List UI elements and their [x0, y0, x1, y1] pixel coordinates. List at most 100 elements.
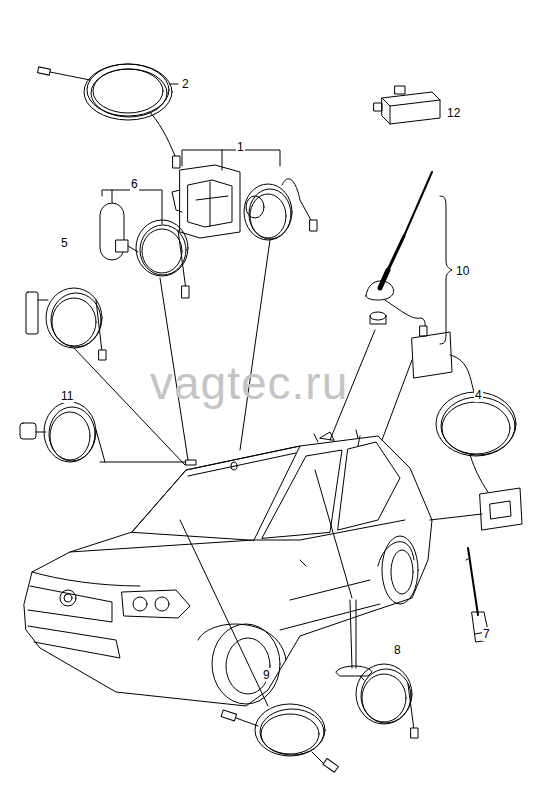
line-art — [173, 156, 180, 168]
line-art — [323, 759, 338, 773]
line-art — [361, 669, 411, 723]
line-art — [360, 676, 364, 680]
line-art — [412, 332, 452, 378]
line-art — [87, 64, 169, 116]
line-art — [388, 236, 404, 270]
line-art — [382, 98, 440, 124]
line-art — [182, 150, 280, 166]
line-art — [198, 624, 286, 660]
line-art — [188, 180, 232, 227]
line-art — [356, 664, 412, 724]
line-art — [122, 590, 190, 618]
line-art — [20, 423, 36, 439]
line-art — [411, 728, 418, 738]
line-art — [188, 453, 296, 476]
line-art — [64, 594, 72, 602]
line-art — [182, 286, 189, 298]
line-art — [261, 714, 319, 754]
line-art — [93, 69, 163, 113]
car-body — [24, 430, 432, 706]
line-art — [395, 86, 405, 94]
line-art — [382, 92, 440, 124]
gps-antenna — [20, 402, 185, 462]
callout-number: 9 — [262, 668, 271, 682]
line-art — [49, 407, 95, 461]
callout-number: 5 — [60, 236, 69, 250]
line-art — [442, 402, 510, 454]
callout-number: 12 — [446, 106, 461, 120]
line-art — [312, 752, 325, 765]
line-art — [180, 520, 268, 706]
line-art — [38, 67, 51, 75]
antenna-amplifier-box — [374, 86, 440, 124]
line-art — [70, 520, 405, 552]
line-art — [490, 501, 511, 519]
rod-antenna — [466, 548, 490, 642]
line-art — [84, 64, 172, 120]
callout-number: 11 — [60, 389, 74, 403]
line-art — [366, 281, 394, 300]
line-art — [255, 704, 325, 756]
line-art — [236, 718, 258, 726]
line-art — [408, 684, 414, 730]
callout-number: 8 — [393, 643, 402, 657]
aerial-amplifier-set — [100, 186, 189, 460]
line-art — [370, 312, 386, 320]
line-art — [221, 710, 236, 721]
line-art — [96, 430, 105, 462]
line-art — [150, 112, 176, 158]
line-art — [100, 462, 185, 463]
line-art — [440, 196, 452, 344]
line-art — [155, 597, 169, 611]
line-art — [96, 300, 102, 352]
line-art — [260, 709, 324, 755]
line-art — [380, 270, 388, 288]
line-art — [60, 590, 76, 606]
callout-number: 4 — [474, 388, 483, 402]
line-art — [470, 455, 488, 492]
line-art — [480, 488, 522, 530]
callout-number: 6 — [130, 177, 139, 191]
antenna-cable — [38, 64, 180, 168]
line-art — [310, 220, 317, 231]
callout-number: 2 — [181, 77, 190, 91]
line-art — [466, 558, 470, 560]
line-art — [46, 288, 102, 348]
line-art — [26, 292, 38, 334]
line-art — [24, 436, 432, 706]
line-art — [282, 179, 312, 222]
line-art — [362, 674, 406, 722]
callout-number: 7 — [482, 627, 491, 641]
line-art — [382, 360, 412, 440]
line-art — [226, 638, 270, 694]
line-art — [374, 103, 382, 111]
roof-rod-antenna — [330, 172, 452, 440]
line-art — [262, 450, 342, 538]
antenna-cable — [180, 520, 338, 772]
callout-number: 10 — [455, 264, 470, 278]
line-art — [50, 412, 90, 460]
line-art — [249, 189, 291, 239]
callout-number: 1 — [236, 140, 245, 154]
line-art — [99, 350, 106, 360]
line-art — [128, 246, 138, 252]
line-art — [320, 432, 334, 440]
line-art — [212, 624, 280, 704]
line-art — [28, 626, 120, 658]
line-art — [140, 225, 186, 275]
line-art — [133, 597, 147, 611]
line-art — [28, 586, 112, 622]
line-art — [180, 165, 240, 238]
line-art — [240, 240, 270, 450]
line-art — [404, 172, 432, 236]
line-art — [370, 316, 386, 324]
line-art — [385, 300, 425, 330]
line-art — [91, 69, 167, 117]
line-art — [231, 462, 237, 470]
line-art — [51, 293, 101, 347]
line-art — [116, 240, 128, 252]
line-art — [142, 229, 182, 273]
line-art — [196, 182, 228, 226]
line-art — [178, 230, 186, 290]
line-art — [170, 84, 178, 85]
